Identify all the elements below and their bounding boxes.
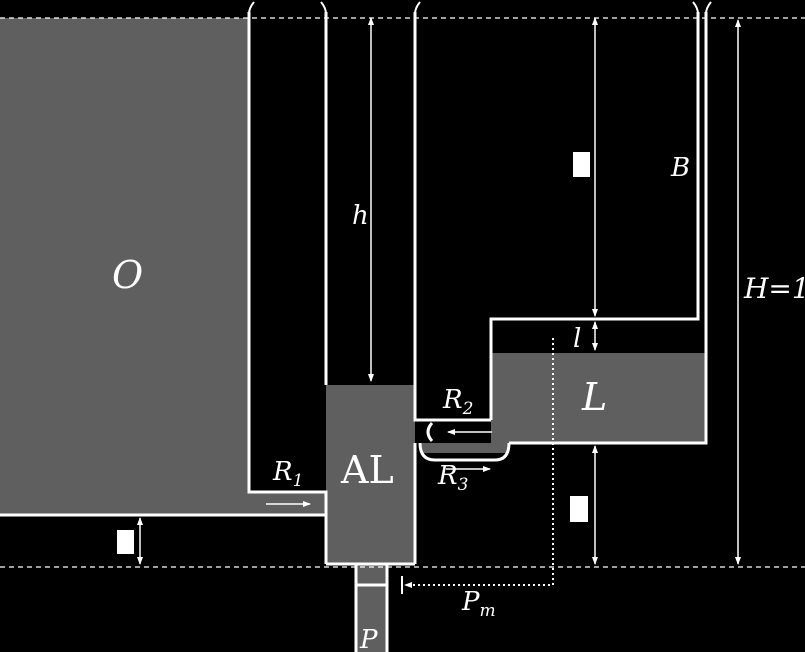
tank-l-wall [489,12,700,420]
label-p: P [359,625,378,652]
fluid-regions [0,18,706,652]
label-L: L [581,375,607,419]
label-r2: R2 [442,385,473,419]
label-pm: Pm [461,587,496,621]
reservoir-o-wall [247,12,328,564]
r2-valve [426,422,434,442]
label-pm-sub: m [480,601,496,621]
label-l: l [573,324,581,354]
label-r2-sub: 2 [462,399,474,419]
label-h: h [352,201,369,231]
marker-upper-tank [573,152,590,177]
al-right-wall [413,12,491,422]
al-chamber-fluid [326,385,415,564]
p-pipe-fluid [356,564,387,652]
dimension-arrows [137,17,741,565]
pm-dotted-path [404,338,554,588]
reservoir-o-fluid [0,18,326,514]
label-r1: R1 [272,457,303,491]
label-o: O [112,253,143,297]
label-r3-sub: 3 [458,475,469,495]
label-r3: R3 [437,461,468,495]
reference-lines [0,17,805,568]
label-al: AL [340,448,394,492]
label-r1-sub: 1 [293,471,304,491]
tube-brackets [248,1,712,15]
label-H: H=1 [743,272,805,305]
vessel-walls [0,12,708,652]
marker-reservoir-base [117,530,134,554]
marker-lower-tank [570,496,588,522]
r3-channel [418,442,511,462]
tank-l-outer-wall [509,12,708,445]
label-b: B [670,153,690,183]
